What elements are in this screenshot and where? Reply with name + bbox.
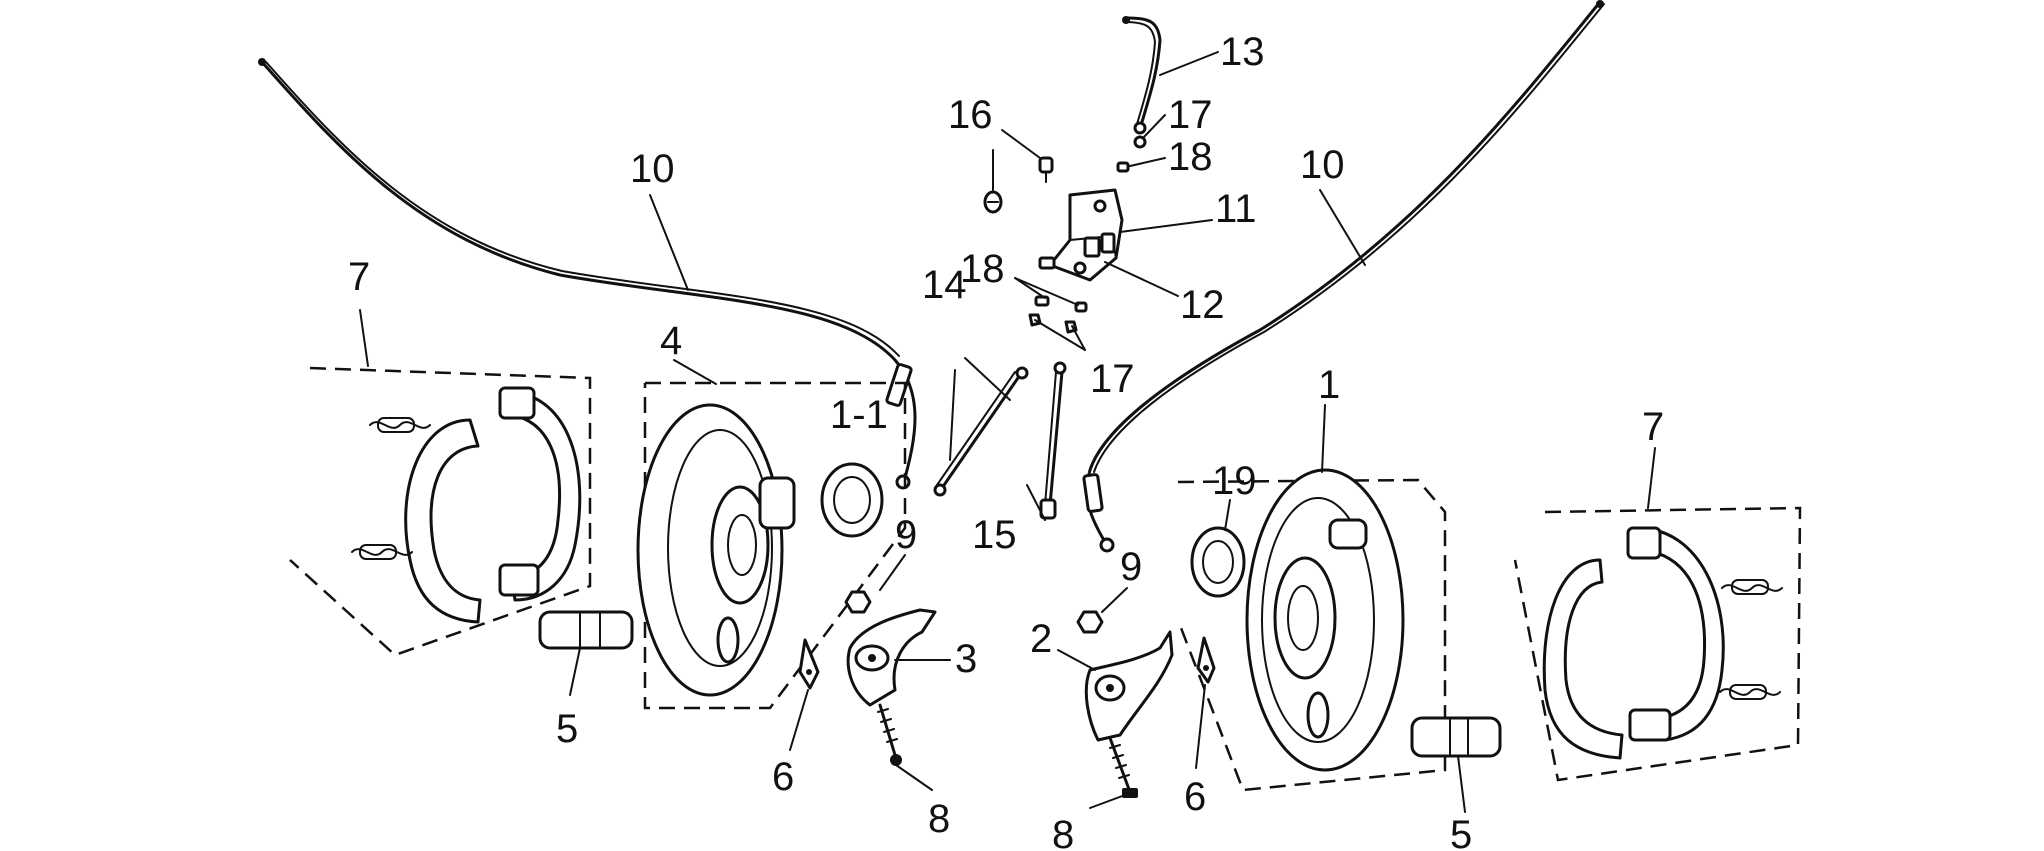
label-10-left: 10 [630,147,675,191]
label-8-left: 8 [928,797,950,841]
left-wear-indicator [798,638,820,690]
left-brake-cam [538,610,634,650]
right-backing-plate [1176,468,1447,792]
right-oil-seal [1190,526,1246,598]
label-5-left: 5 [556,707,578,751]
left-nut [844,590,872,614]
label-5-right: 5 [1450,813,1472,851]
label-11: 11 [1215,187,1257,231]
right-nut [1076,610,1104,634]
label-3: 3 [955,637,977,681]
label-13: 13 [1220,30,1265,74]
label-17-upper: 17 [1168,93,1213,137]
left-oil-seal [820,462,884,538]
label-8-right: 8 [1052,813,1074,851]
label-1-1: 1-1 [830,393,888,437]
left-bolt [877,703,902,766]
label-16: 16 [948,93,993,137]
leader-lines [359,51,1656,813]
right-wear-indicator [1196,636,1216,684]
label-9-left: 9 [895,513,917,557]
right-brake-cable [1082,0,1605,553]
bracket-11-12 [1038,188,1124,282]
upper-cable-13 [1122,16,1162,135]
label-10-right: 10 [1300,143,1345,187]
label-7-right: 7 [1642,405,1664,449]
label-19: 19 [1212,459,1257,503]
label-18-lower: 18 [960,247,1005,291]
label-6-right: 6 [1184,775,1206,819]
right-brake-cam [1410,716,1502,758]
left-backing-plate [636,381,907,710]
center-rod-14 [933,366,1029,497]
right-brake-shoe-set [1513,506,1802,782]
part-labels: 13 16 17 18 10 10 11 18 12 7 14 17 4 1-1… [348,30,1664,851]
label-1: 1 [1318,363,1340,407]
label-6-left: 6 [772,755,794,799]
label-14: 14 [922,263,967,307]
label-12: 12 [1180,283,1225,327]
label-2: 2 [1030,617,1052,661]
label-4: 4 [660,319,682,363]
label-17-lower: 17 [1090,357,1135,401]
right-bolt [1108,736,1138,798]
center-rod-15 [1039,361,1067,520]
label-7-left: 7 [348,255,370,299]
right-brake-arm [1084,630,1174,742]
left-brake-arm [846,608,937,707]
left-brake-shoe-set [289,366,592,657]
label-15: 15 [972,513,1017,557]
label-18-upper: 18 [1168,135,1213,179]
label-9-right: 9 [1120,545,1142,589]
